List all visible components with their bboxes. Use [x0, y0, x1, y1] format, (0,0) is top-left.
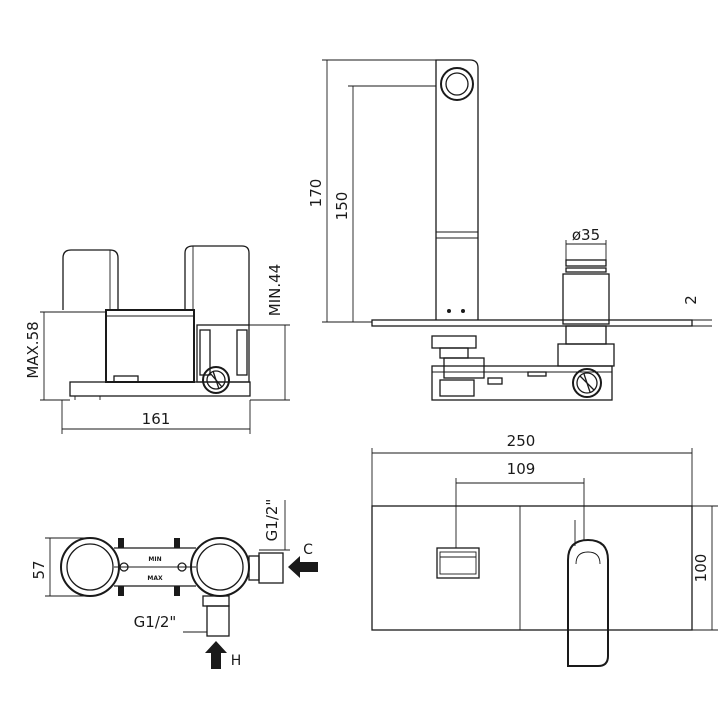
body-view: MIN MAX C H 57 G1/2" G1/2"	[30, 499, 318, 669]
plate-width-dim: 250	[507, 432, 536, 450]
spout-view: 170 150 ø35 2	[307, 59, 712, 401]
handle-diameter-dim: ø35	[572, 226, 600, 244]
side-view: 161 MAX.58 MIN.44	[24, 245, 290, 434]
body-depth-dim: 57	[30, 560, 48, 579]
hot-inlet-arrow-icon	[205, 641, 227, 669]
center-distance-dim: 109	[507, 460, 536, 478]
cold-thread-dim: G1/2"	[263, 499, 281, 542]
outlet-height-dim: 150	[333, 192, 351, 221]
cold-inlet-arrow-icon	[288, 556, 318, 578]
side-min-depth-dim: MIN.44	[266, 264, 284, 316]
front-plate-view: 250 109 100	[371, 432, 718, 667]
hot-thread-dim: G1/2"	[134, 613, 177, 631]
cold-label: C	[303, 542, 313, 558]
spout-height-dim: 170	[307, 179, 325, 208]
plate-thickness-dim: 2	[682, 295, 700, 305]
hot-label: H	[231, 653, 242, 669]
side-width-dim: 161	[142, 410, 171, 428]
plate-height-dim: 100	[692, 554, 710, 583]
max-marking: MAX	[147, 575, 163, 582]
side-max-height-dim: MAX.58	[24, 321, 42, 378]
min-marking: MIN	[148, 556, 161, 563]
